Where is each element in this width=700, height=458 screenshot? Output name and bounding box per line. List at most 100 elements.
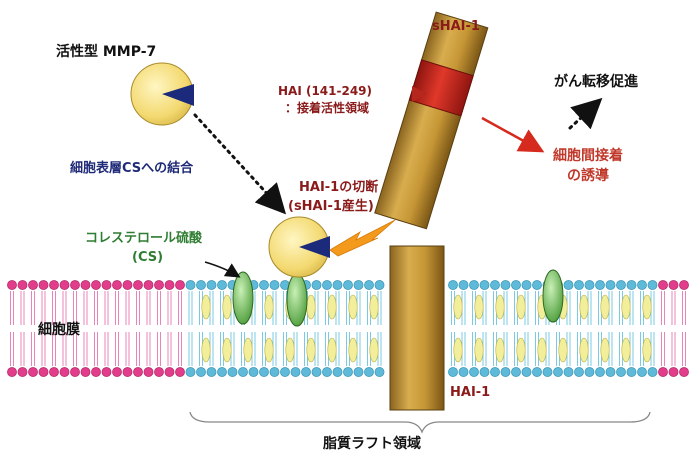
lipid-head (595, 367, 605, 377)
lipid-head (91, 280, 101, 290)
binding-dotted-arrow (193, 113, 287, 215)
lipid-head (301, 367, 311, 377)
cholesterol (222, 294, 232, 320)
lipid-head (343, 367, 353, 377)
lipid-head (521, 280, 532, 290)
cs-molecule (542, 269, 564, 323)
cholesterol (264, 294, 274, 320)
lipid-head (332, 280, 343, 290)
lipid-head (626, 367, 637, 377)
label-cs-binding: 細胞表層CSへの結合 (70, 160, 194, 176)
lipid-head (196, 367, 206, 377)
lipid-head (175, 280, 185, 290)
lipid-head (290, 367, 301, 377)
cs-molecule (286, 273, 308, 327)
cholesterol (600, 337, 610, 363)
cholesterol (579, 337, 589, 363)
lipid-head (280, 367, 290, 377)
lipid-head (311, 280, 322, 290)
cholesterol (201, 337, 211, 363)
lipid-head (322, 367, 332, 377)
cholesterol (453, 337, 463, 363)
cholesterol (537, 337, 547, 363)
lipid-head (112, 367, 122, 377)
lipid-head (17, 280, 28, 290)
label-lipid-raft: 脂質ラフト領域 (322, 435, 421, 452)
lipid-head (143, 367, 154, 377)
lipid-head (269, 367, 280, 377)
lipid-head (563, 367, 574, 377)
lipid-head (101, 367, 112, 377)
lipid-head (479, 280, 490, 290)
lipid-head (469, 367, 479, 377)
cholesterol (579, 294, 589, 320)
cholesterol (306, 337, 316, 363)
lipid-head (70, 280, 80, 290)
lipid-head (7, 280, 17, 290)
label-hai-region-desc: ：接着活性領域 (285, 100, 369, 115)
lipid-head (616, 367, 626, 377)
cholesterol (642, 294, 652, 320)
label-adhesion-induction: の誘導 (567, 167, 609, 184)
lipid-head (38, 280, 49, 290)
mmp7-bound (268, 216, 330, 278)
lipid-head (584, 367, 595, 377)
lipid-head (185, 280, 196, 290)
cholesterol (264, 337, 274, 363)
lipid-head (668, 367, 679, 377)
cholesterol (495, 337, 505, 363)
cholesterol (495, 294, 505, 320)
shai1-rod (374, 11, 489, 230)
label-shai1: sHAI-1 (432, 19, 480, 34)
label-metastasis: がん転移促進 (554, 73, 638, 90)
hai1-membrane-rod (389, 245, 445, 411)
lipid-head (574, 367, 584, 377)
lipid-head (38, 367, 49, 377)
adhesion-arrow (481, 116, 545, 153)
lipid-head (7, 367, 17, 377)
lipid-head (490, 367, 500, 377)
hai-adhesion-region (408, 59, 474, 117)
lipid-head (70, 367, 80, 377)
cell-membrane-bilayer (7, 280, 689, 377)
lipid-head (500, 367, 511, 377)
lipid-head (28, 367, 38, 377)
lipid-head (553, 367, 563, 377)
lipid-heads (7, 280, 689, 377)
lipid-head (259, 280, 269, 290)
lipid-head (521, 367, 532, 377)
lipid-head (154, 280, 164, 290)
lipid-head (374, 367, 385, 377)
lipid-head (647, 280, 658, 290)
lipid-head (332, 367, 343, 377)
lipid-head (374, 280, 385, 290)
label-hai-region: HAI (141-249) (278, 84, 372, 98)
lipid-head (217, 367, 227, 377)
region-pointer-arrow (412, 86, 428, 102)
cholesterol (327, 337, 337, 363)
label-cholesterol-sulfate: コレステロール硫酸 (85, 230, 203, 246)
lipid-head (143, 280, 154, 290)
lipid-head (542, 367, 553, 377)
lipid-head (91, 367, 101, 377)
label-cs-abbrev: (CS) (132, 250, 163, 265)
cholesterol (474, 294, 484, 320)
lipid-head (626, 280, 637, 290)
cholesterol (474, 337, 484, 363)
label-active-mmp7: 活性型 MMP-7 (56, 43, 156, 60)
lipid-head (164, 367, 175, 377)
lipid-head (563, 280, 574, 290)
lipid-head (17, 367, 28, 377)
lipid-head (196, 280, 206, 290)
cholesterol (369, 337, 379, 363)
label-cell-adhesion: 細胞間接着 (553, 147, 623, 164)
label-hai1-cleavage: HAI-1の切断 (299, 179, 378, 195)
lipid-head (658, 367, 668, 377)
cholesterol (222, 337, 232, 363)
cholesterol (621, 337, 631, 363)
lipid-head (469, 280, 479, 290)
mmp7-active-site (162, 84, 194, 106)
lipid-head (269, 280, 280, 290)
lipid-head (668, 280, 679, 290)
